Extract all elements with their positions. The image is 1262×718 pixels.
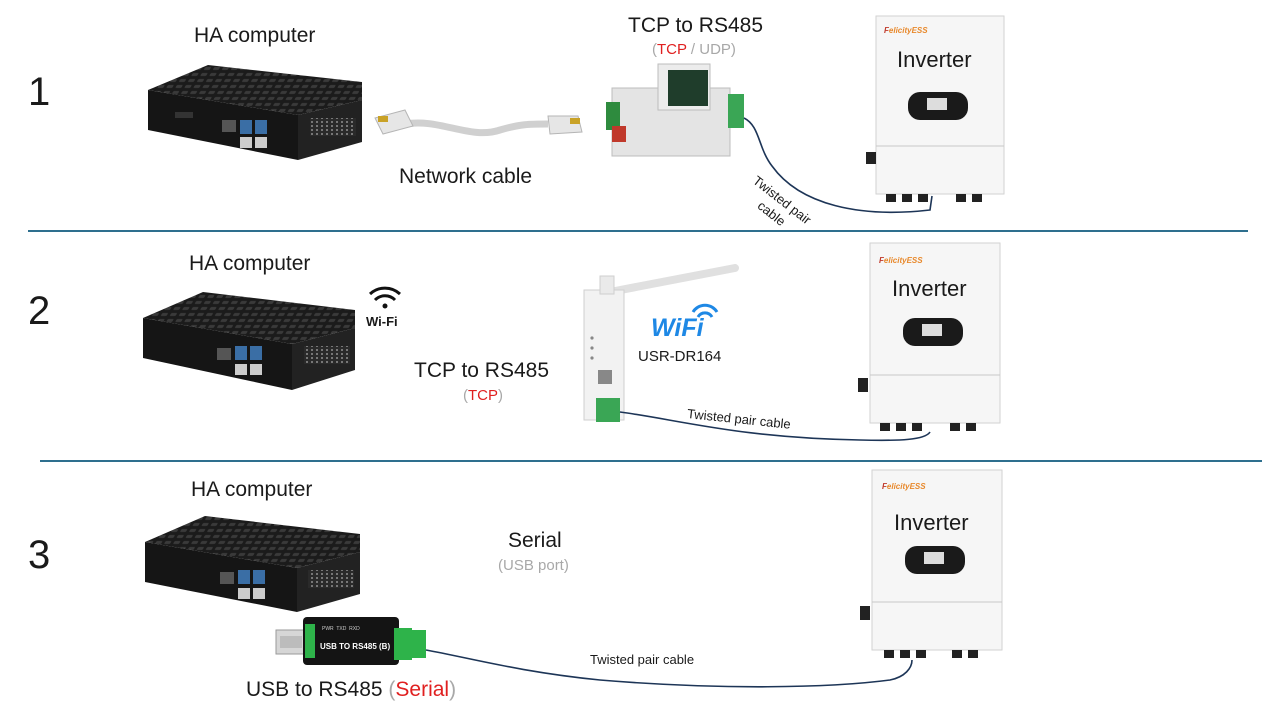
- network-cable-label: Network cable: [399, 165, 533, 188]
- din-rail-converter: [606, 63, 744, 157]
- usb-port-label: (USB port): [498, 557, 569, 574]
- inverter-label-1: Inverter: [897, 47, 972, 72]
- adapter-led-labels: PWR TXD RXD: [322, 626, 360, 632]
- inverter-label-3: Inverter: [894, 510, 969, 535]
- ha-computer-label-3: HA computer: [191, 478, 313, 501]
- row-number-3: 3: [28, 533, 51, 577]
- row-number-1: 1: [28, 70, 51, 114]
- brand-logo-3: FelicityESS: [882, 482, 926, 491]
- adapter-label: USB to RS485 (Serial): [246, 678, 457, 701]
- inverter-label-2: Inverter: [892, 276, 967, 301]
- ha-computer-3: [145, 516, 360, 612]
- serial-label: Serial: [508, 529, 562, 552]
- row-divider-2: [40, 460, 1262, 462]
- twisted-pair-wire-3: [425, 649, 913, 688]
- twisted-pair-wire-2: [619, 411, 931, 442]
- adapter-print: USB TO RS485 (B): [320, 642, 391, 651]
- ha-computer-2: [143, 292, 355, 390]
- converter-label-1: TCP to RS485: [628, 14, 764, 37]
- wifi-badge: Wi-Fi: [366, 314, 398, 329]
- row-divider-1: [28, 230, 1248, 232]
- inverter-3: [860, 469, 1003, 658]
- device-model-label: USR-DR164: [638, 348, 722, 365]
- adapter-protocol-serial: Serial: [395, 678, 450, 701]
- usb-rs485-adapter: [275, 617, 426, 665]
- wifi-icon: [368, 286, 402, 309]
- protocol-label-2: (TCP): [463, 387, 503, 404]
- wifi-logo-icon: [691, 303, 719, 318]
- brand-logo-2: FelicityESS: [879, 256, 923, 265]
- ha-computer-label-2: HA computer: [189, 252, 311, 275]
- row-number-2: 2: [28, 289, 51, 333]
- converter-label-2: TCP to RS485: [414, 359, 550, 382]
- twisted-pair-wire-1: [743, 117, 933, 214]
- inverter-2: [858, 242, 1001, 431]
- protocol-tcp-2: TCP: [468, 387, 498, 404]
- protocol-label-1: (TCP / UDP): [652, 41, 736, 58]
- brand-logo-1: FelicityESS: [884, 26, 928, 35]
- protocol-tcp-1: TCP: [657, 41, 687, 58]
- twisted-pair-label-3: Twisted pair cable: [590, 652, 695, 667]
- ha-computer-label-1: HA computer: [194, 24, 316, 47]
- inverter-1: [866, 15, 1005, 202]
- wifi-converter-usr-dr164: [583, 264, 739, 422]
- ha-computer-1: [148, 65, 362, 160]
- network-cable: [374, 109, 583, 137]
- wifi-logo-text: WiFi: [651, 314, 704, 342]
